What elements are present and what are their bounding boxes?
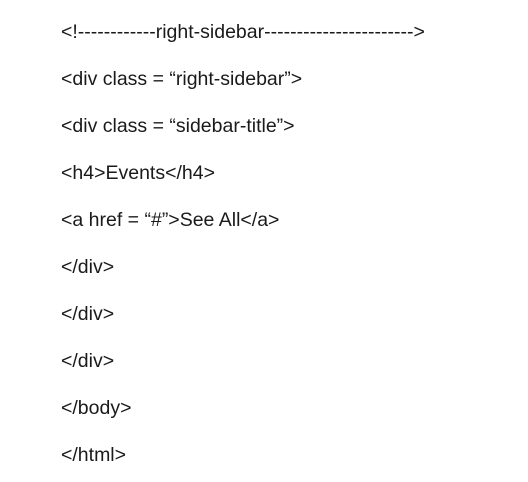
code-line-sidebar-title-div: <div class = “sidebar-title”>: [61, 115, 295, 137]
code-line-close-body: </body>: [61, 397, 132, 419]
code-line-close-div: </div>: [61, 256, 115, 278]
code-line-close-html: </html>: [61, 444, 127, 466]
code-line-right-sidebar-div: <div class = “right-sidebar”>: [61, 68, 303, 90]
code-line-close-div: </div>: [61, 350, 115, 372]
code-line-close-div: </div>: [61, 303, 115, 325]
code-line-comment: <!------------right-sidebar-------------…: [61, 21, 425, 43]
code-line-h4-events: <h4>Events</h4>: [61, 162, 215, 184]
code-line-see-all-link: <a href = “#”>See All</a>: [61, 209, 280, 231]
